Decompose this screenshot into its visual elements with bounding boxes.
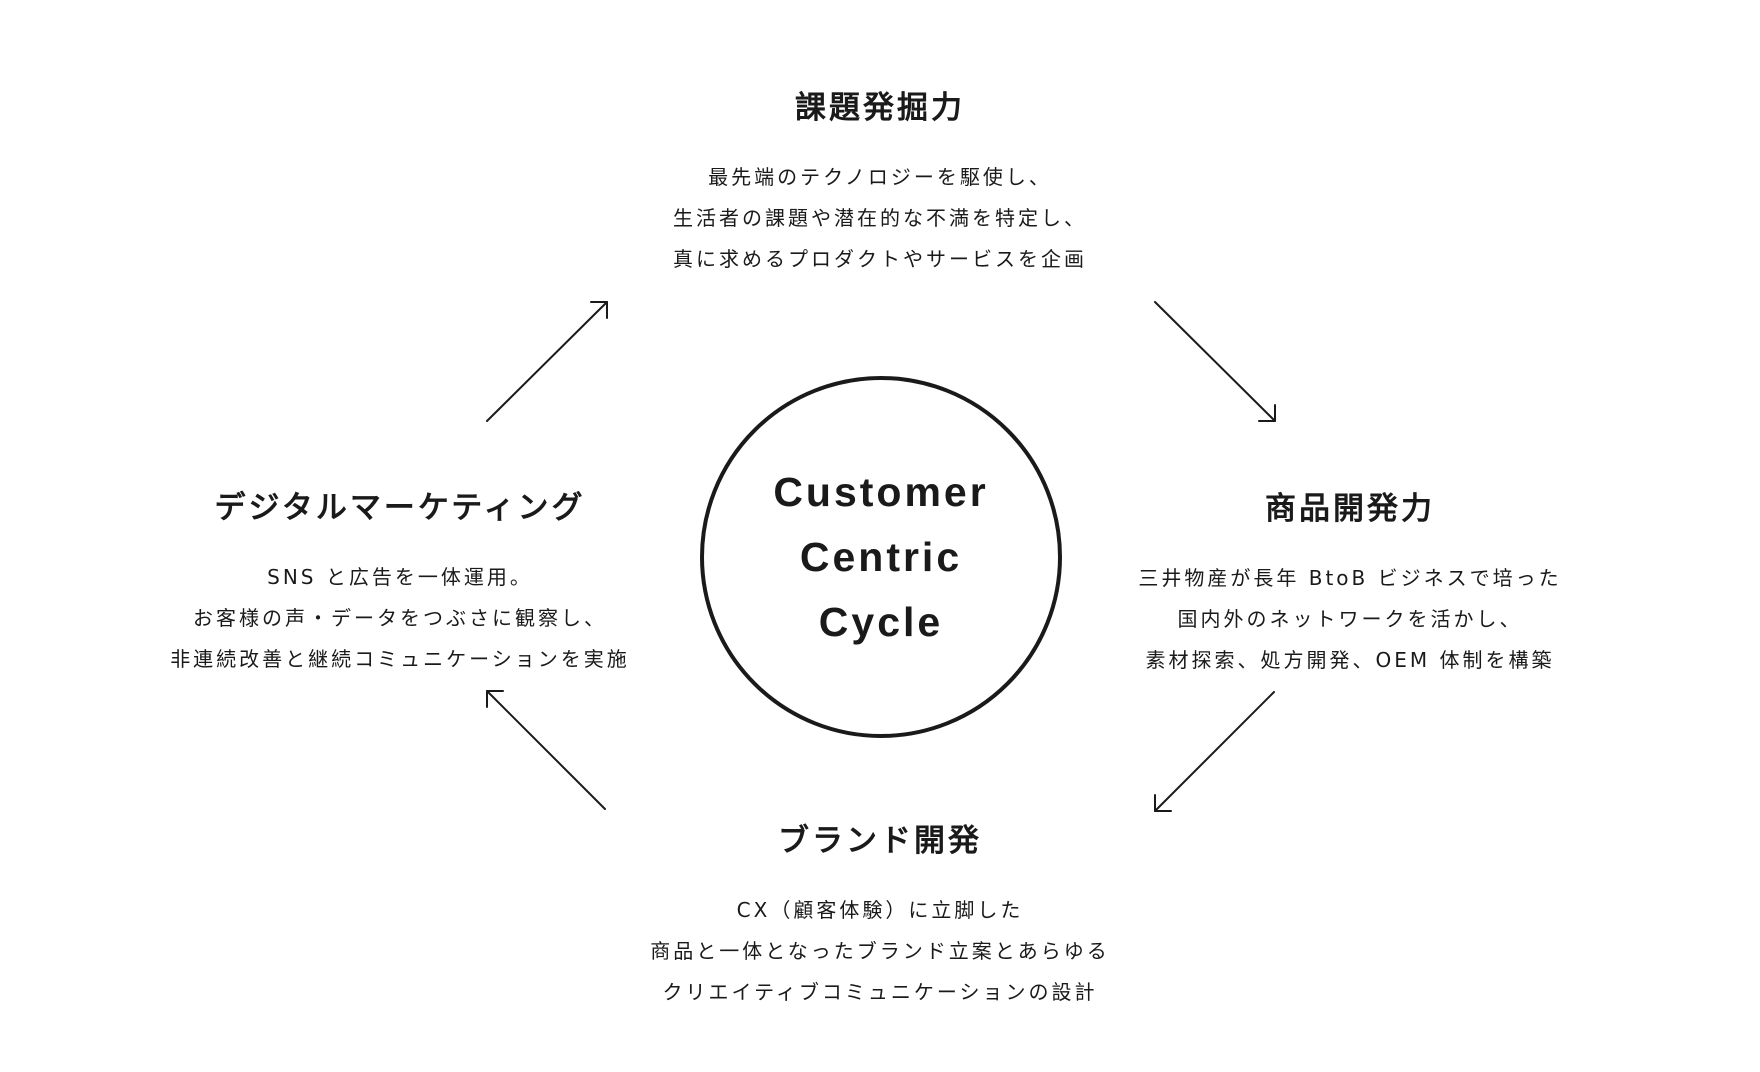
stage-description-line: 生活者の課題や潜在的な不満を特定し、 — [673, 206, 1087, 230]
stage-title: 課題発掘力 — [795, 90, 965, 126]
arrow-left-to-top — [486, 301, 608, 422]
stage-description-line: 真に求めるプロダクトやサービスを企画 — [673, 247, 1087, 271]
stage-description-line: 三井物産が長年 BtoB ビジネスで培った — [1138, 566, 1562, 590]
center-word: Customer — [773, 468, 989, 515]
stage-top: 課題発掘力 最先端のテクノロジーを駆使し、 生活者の課題や潜在的な不満を特定し、… — [560, 82, 1200, 280]
stage-title: デジタルマーケティング — [214, 490, 586, 526]
center-word: Centric — [799, 533, 963, 580]
stage-description-line: 最先端のテクノロジーを駆使し、 — [708, 165, 1052, 189]
stage-description-line: 素材探索、処方開発、OEM 体制を構築 — [1145, 648, 1555, 672]
center-word: Cycle — [818, 598, 944, 645]
center-circle: Customer Centric Cycle — [700, 376, 1062, 738]
stage-right: 商品開発力 三井物産が長年 BtoB ビジネスで培った 国内外のネットワークを活… — [1110, 483, 1590, 681]
stage-description-line: 商品と一体となったブランド立案とあらゆる — [650, 939, 1110, 963]
stage-description-line: 国内外のネットワークを活かし、 — [1177, 607, 1523, 631]
arrow-bottom-to-left — [486, 690, 606, 810]
stage-description-line: お客様の声・データをつぶさに観察し、 — [193, 606, 607, 630]
stage-title: 商品開発力 — [1265, 491, 1435, 527]
stage-description-line: クリエイティブコミュニケーションの設計 — [662, 980, 1098, 1004]
stage-bottom: ブランド開発 CX（顧客体験）に立脚した 商品と一体となったブランド立案とあらゆ… — [560, 815, 1200, 1013]
stage-title: ブランド開発 — [778, 823, 982, 859]
stage-description-line: 非連続改善と継続コミュニケーションを実施 — [170, 647, 630, 671]
stage-left: デジタルマーケティング SNS と広告を一体運用。 お客様の声・データをつぶさに… — [150, 482, 650, 680]
stage-description-line: SNS と広告を一体運用。 — [267, 565, 533, 589]
arrow-right-to-bottom — [1154, 691, 1275, 812]
stage-description-line: CX（顧客体験）に立脚した — [736, 898, 1024, 922]
arrow-top-to-right — [1154, 301, 1276, 422]
